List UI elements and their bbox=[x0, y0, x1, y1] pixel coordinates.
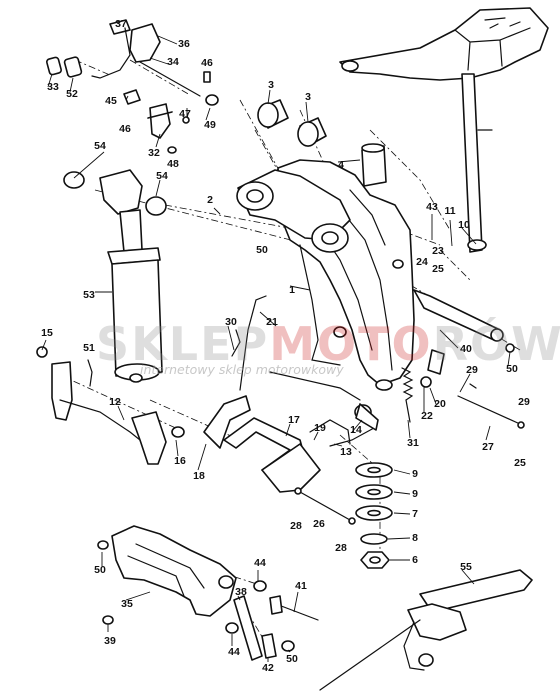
callout-3: 3 bbox=[268, 79, 274, 91]
callout-15: 15 bbox=[41, 327, 53, 339]
callout-27: 27 bbox=[482, 441, 494, 453]
callout-3: 3 bbox=[305, 91, 311, 103]
callout-24: 24 bbox=[416, 256, 428, 268]
clamp-bracket-lower bbox=[97, 525, 237, 625]
callout-7: 7 bbox=[412, 508, 418, 520]
callout-2: 2 bbox=[207, 194, 213, 206]
steering-arm bbox=[319, 569, 533, 691]
callout-44: 44 bbox=[254, 557, 266, 569]
callout-25: 25 bbox=[432, 263, 444, 275]
bolts-lower bbox=[225, 580, 319, 661]
callout-42: 42 bbox=[262, 662, 274, 674]
leader-lines bbox=[41, 35, 511, 662]
callout-1: 1 bbox=[289, 284, 295, 296]
tilt-cylinder bbox=[63, 169, 167, 383]
callout-13: 13 bbox=[340, 446, 352, 458]
callout-6: 6 bbox=[412, 554, 418, 566]
callout-36: 36 bbox=[178, 38, 190, 50]
callout-54: 54 bbox=[156, 170, 168, 182]
callout-39: 39 bbox=[104, 635, 116, 647]
watermark-brand-part1: SKLEP bbox=[96, 317, 269, 371]
callout-49: 49 bbox=[204, 119, 216, 131]
callout-14: 14 bbox=[350, 424, 362, 436]
callout-51: 51 bbox=[83, 342, 95, 354]
callout-12: 12 bbox=[109, 396, 121, 408]
callout-26: 26 bbox=[313, 518, 325, 530]
callout-43: 43 bbox=[426, 201, 438, 213]
swivel-bracket-upper bbox=[339, 7, 549, 253]
callout-4: 4 bbox=[338, 159, 344, 171]
lower-left-parts bbox=[36, 346, 185, 465]
release-lever bbox=[231, 295, 267, 391]
bushings bbox=[257, 99, 387, 187]
callout-46: 46 bbox=[119, 123, 131, 135]
watermark-tagline: internetowy sklep motorowkowy bbox=[140, 362, 344, 377]
callout-55: 55 bbox=[460, 561, 472, 573]
callout-38: 38 bbox=[235, 586, 247, 598]
callout-33: 33 bbox=[47, 81, 59, 93]
callout-17: 17 bbox=[288, 414, 300, 426]
callout-46: 46 bbox=[201, 57, 213, 69]
callout-52: 52 bbox=[66, 88, 78, 100]
callout-53: 53 bbox=[83, 289, 95, 301]
callout-25: 25 bbox=[514, 457, 526, 469]
callout-48: 48 bbox=[167, 158, 179, 170]
callout-34: 34 bbox=[167, 56, 179, 68]
callout-31: 31 bbox=[407, 437, 419, 449]
callout-50: 50 bbox=[286, 653, 298, 665]
callout-9: 9 bbox=[412, 488, 418, 500]
callout-8: 8 bbox=[412, 532, 418, 544]
tilt-lock-links bbox=[203, 371, 379, 493]
callout-10: 10 bbox=[458, 219, 470, 231]
callout-50: 50 bbox=[256, 244, 268, 256]
callout-30: 30 bbox=[225, 316, 237, 328]
callout-21: 21 bbox=[266, 316, 278, 328]
callout-19: 19 bbox=[314, 422, 326, 434]
callout-41: 41 bbox=[295, 580, 307, 592]
watermark-brand-part3: RÓWKI.PL bbox=[433, 317, 560, 371]
callout-32: 32 bbox=[148, 147, 160, 159]
upper-linkage bbox=[46, 19, 219, 154]
callout-37: 37 bbox=[115, 18, 127, 30]
callout-11: 11 bbox=[444, 205, 455, 217]
callout-44: 44 bbox=[228, 646, 240, 658]
callout-20: 20 bbox=[434, 398, 446, 410]
washer-stack bbox=[294, 462, 393, 569]
callout-16: 16 bbox=[174, 455, 186, 467]
watermark-brand: SKLEPMOTORÓWKI.PL bbox=[96, 317, 560, 371]
tilt-rod bbox=[413, 289, 515, 353]
watermark: SKLEPMOTORÓWKI.PL internetowy sklep moto… bbox=[96, 317, 560, 377]
tilt-housing bbox=[236, 169, 351, 253]
callout-23: 23 bbox=[432, 245, 444, 257]
callout-22: 22 bbox=[421, 410, 433, 422]
callout-28: 28 bbox=[335, 542, 347, 554]
watermark-brand-part2: MOTO bbox=[269, 317, 432, 371]
callout-29: 29 bbox=[518, 396, 530, 408]
callout-40: 40 bbox=[460, 343, 472, 355]
callout-50: 50 bbox=[506, 363, 518, 375]
callout-35: 35 bbox=[121, 598, 133, 610]
callout-45: 45 bbox=[105, 95, 117, 107]
callout-54: 54 bbox=[94, 140, 106, 152]
callout-29: 29 bbox=[466, 364, 478, 376]
spring-and-pins bbox=[401, 349, 525, 429]
callout-28: 28 bbox=[290, 520, 302, 532]
callout-47: 47 bbox=[179, 108, 191, 120]
callout-9: 9 bbox=[412, 468, 418, 480]
callout-50: 50 bbox=[94, 564, 106, 576]
callout-18: 18 bbox=[193, 470, 205, 482]
